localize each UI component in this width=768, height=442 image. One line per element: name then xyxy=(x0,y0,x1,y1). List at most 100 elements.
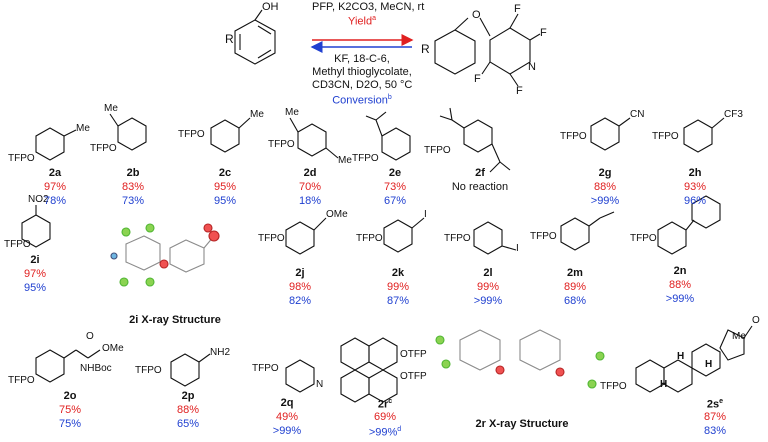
compound-conversion: 18% xyxy=(298,195,322,207)
compound-conversion: 65% xyxy=(176,418,200,430)
tfpo-label: TFPO xyxy=(135,365,162,376)
otfp-label: OTFP xyxy=(400,371,427,382)
tfpo-label: TFPO xyxy=(90,143,117,154)
product-aryl-ring xyxy=(434,29,476,75)
compound-yield: 89% xyxy=(563,281,587,293)
nh2-label: NH2 xyxy=(210,347,231,358)
compound-id: 2b xyxy=(126,167,140,179)
compound-id: 2l xyxy=(483,267,493,279)
product-r-label: R xyxy=(421,42,430,56)
product-f-label: F xyxy=(514,3,521,15)
otfp-label: OTFP xyxy=(400,349,427,360)
compound-conversion: >99% xyxy=(272,425,302,437)
compound-conversion: 96% xyxy=(683,195,707,207)
tfpo-label: TFPO xyxy=(630,233,657,244)
o-label: O xyxy=(86,331,94,342)
compound-conversion: >99% xyxy=(590,195,620,207)
compound-id: 2j xyxy=(295,267,305,279)
compound-id: 2rc xyxy=(377,398,393,411)
oh-label: OH xyxy=(262,1,279,13)
ome-label: OMe xyxy=(326,209,348,220)
compound-yield: 99% xyxy=(386,281,410,293)
h-label: H xyxy=(677,351,685,362)
nhboc-label: NHBoc xyxy=(80,363,112,374)
compound-id: 2d xyxy=(303,167,317,179)
no-reaction-note: No reaction xyxy=(451,181,509,193)
xray-2i xyxy=(110,223,220,287)
cf3-label: CF3 xyxy=(724,109,743,120)
me-label: Me xyxy=(285,107,299,118)
compound-yield: 73% xyxy=(383,181,407,193)
h-label: H xyxy=(660,379,668,390)
compound-yield: 95% xyxy=(213,181,237,193)
compound-conversion: 82% xyxy=(288,295,312,307)
compound-conversion: 78% xyxy=(43,195,67,207)
tfpo-label: TFPO xyxy=(268,139,295,150)
xray-2i-caption: 2i X-ray Structure xyxy=(129,314,221,326)
h-label: H xyxy=(705,359,713,370)
tfpo-label: TFPO xyxy=(178,129,205,140)
reverse-conditions-1: KF, 18-C-6, xyxy=(334,53,390,65)
me-label: Me xyxy=(76,123,90,134)
xray-2r xyxy=(435,329,605,389)
compound-yield: 49% xyxy=(275,411,299,423)
compound-yield: 99% xyxy=(476,281,500,293)
start-r-label: R xyxy=(225,32,234,46)
compound-conversion: >99% xyxy=(665,293,695,305)
tfpo-label: TFPO xyxy=(356,233,383,244)
compound-conversion: 95% xyxy=(23,282,47,294)
compound-yield: 88% xyxy=(668,279,692,291)
compound-id: 2se xyxy=(706,398,724,411)
i-label: I xyxy=(424,209,427,220)
reverse-conditions-2: Methyl thioglycolate, xyxy=(312,66,412,78)
compound-id: 2q xyxy=(280,397,294,409)
compound-conversion: 95% xyxy=(213,195,237,207)
me-label: Me xyxy=(338,155,352,166)
pyridine-ring xyxy=(489,27,531,75)
product-o-label: O xyxy=(472,9,481,21)
tfpo-label: TFPO xyxy=(560,131,587,142)
product-n-label: N xyxy=(528,61,536,73)
tfpo-label: TFPO xyxy=(258,233,285,244)
compound-conversion: >99% xyxy=(473,295,503,307)
tfpo-label: TFPO xyxy=(4,239,31,250)
tfpo-label: TFPO xyxy=(444,233,471,244)
compound-conversion: 75% xyxy=(58,418,82,430)
me-label: Me xyxy=(732,331,746,342)
forward-yield-label: Yielda xyxy=(348,15,376,28)
compound-id: 2h xyxy=(688,167,702,179)
compound-conversion: 87% xyxy=(386,295,410,307)
compound-id: 2c xyxy=(218,167,232,179)
product-f-label: F xyxy=(540,27,547,39)
compound-conversion: 73% xyxy=(121,195,145,207)
compound-id: 2i xyxy=(30,254,40,266)
tfpo-label: TFPO xyxy=(352,153,379,164)
compound-yield: 98% xyxy=(288,281,312,293)
cn-label: CN xyxy=(630,109,645,120)
reverse-conditions-3: CD3CN, D2O, 50 °C xyxy=(312,79,413,91)
forward-conditions: PFP, K2CO3, MeCN, rt xyxy=(312,1,425,13)
tfpo-label: TFPO xyxy=(424,145,451,156)
tfpo-label: TFPO xyxy=(600,381,627,392)
compound-yield: 83% xyxy=(121,181,145,193)
me-label: Me xyxy=(250,109,264,120)
compound-yield: 87% xyxy=(703,411,727,423)
n-label: N xyxy=(316,379,324,390)
compound-yield: 70% xyxy=(298,181,322,193)
compound-yield: 75% xyxy=(58,404,82,416)
compound-yield: 97% xyxy=(43,181,67,193)
compound-yield: 97% xyxy=(23,268,47,280)
compound-conversion: 68% xyxy=(563,295,587,307)
product-f-label: F xyxy=(516,85,523,97)
compound-yield: 93% xyxy=(683,181,707,193)
compound-id: 2e xyxy=(388,167,402,179)
compound-id: 2p xyxy=(181,390,195,402)
compound-id: 2k xyxy=(391,267,405,279)
compound-conversion: 67% xyxy=(383,195,407,207)
compound-id: 2n xyxy=(673,265,687,277)
phenol-ring xyxy=(234,19,276,65)
compound-yield: 88% xyxy=(176,404,200,416)
oh-bond xyxy=(254,9,263,21)
